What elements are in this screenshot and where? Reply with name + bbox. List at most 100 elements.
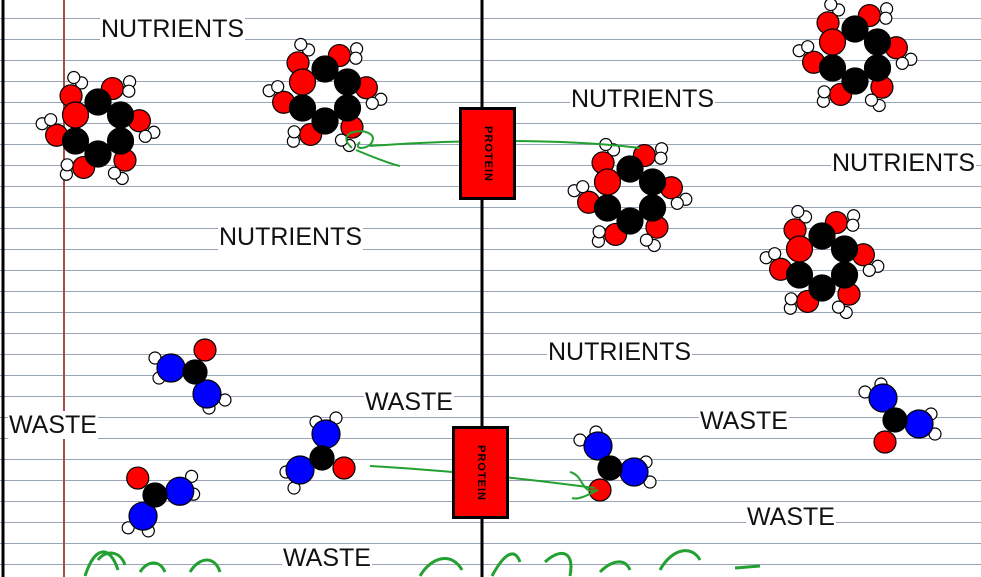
hydrogen-atom [287, 125, 301, 139]
carbon-atom [830, 261, 859, 289]
carbon-atom [638, 194, 667, 222]
carbon-atom [882, 407, 908, 433]
hydrogen-atom [121, 521, 135, 535]
hydrogen-atom [271, 80, 285, 94]
hydrogen-atom [639, 233, 654, 247]
protein-channel-bottom: PROTEIN [452, 426, 509, 519]
nitrogen-atom [128, 501, 158, 531]
oxygen-atom [818, 28, 847, 56]
scribble-bottom [83, 549, 761, 577]
hydrogen-atom [122, 84, 136, 98]
hydrogen-atom [824, 0, 838, 12]
hydrogen-atom [654, 151, 668, 165]
carbon-atom [616, 207, 644, 235]
carbon-atom [808, 274, 836, 302]
carbon-atom [593, 194, 622, 222]
carbon-atom [84, 88, 112, 116]
carbon-atom [333, 94, 362, 122]
hydrogen-atom [895, 56, 909, 70]
nutrients-label: NUTRIENTS [831, 149, 977, 177]
nitrogen-atom [311, 419, 341, 449]
hydrogen-atom [768, 247, 782, 261]
hydrogen-atom [107, 166, 122, 180]
hydrogen-atom [791, 204, 805, 219]
carbon-atom [61, 127, 90, 155]
protein-channel-top: PROTEIN [459, 107, 516, 200]
hydrogen-atom [365, 96, 379, 110]
carbon-atom [106, 127, 135, 155]
waste-label: WASTE [8, 411, 98, 439]
carbon-atom [311, 107, 339, 135]
hydrogen-atom [294, 37, 308, 52]
oxygen-atom [593, 168, 622, 196]
carbon-atom [808, 222, 836, 250]
oxygen-atom [193, 338, 217, 362]
hydrogen-atom [349, 51, 363, 65]
oxygen-atom [288, 68, 317, 96]
arrow-top [345, 130, 374, 149]
protein-label: PROTEIN [481, 125, 494, 182]
hydrogen-atom [67, 70, 81, 85]
hydrogen-atom [864, 93, 879, 107]
carbon-atom [785, 261, 814, 289]
nitrogen-atom [868, 383, 898, 413]
molecule-layer [35, 0, 942, 538]
hydrogen-atom [44, 113, 58, 127]
carbon-atom [863, 54, 892, 82]
hydrogen-atom [592, 225, 606, 239]
carbon-atom [830, 235, 859, 263]
oxygen-atom [332, 456, 356, 480]
carbon-atom [597, 455, 623, 481]
nutrients-label: NUTRIENTS [100, 15, 246, 43]
carbon-atom [863, 28, 892, 56]
carbon-atom [841, 15, 869, 43]
nitrogen-atom [619, 457, 649, 487]
nutrients-label: NUTRIENTS [218, 223, 364, 251]
hydrogen-atom [138, 129, 152, 143]
arrow-top-line [355, 149, 401, 167]
carbon-atom [311, 55, 339, 83]
nitrogen-atom [904, 409, 934, 439]
carbon-atom [309, 445, 335, 471]
hydrogen-atom [862, 263, 876, 277]
hydrogen-atom [817, 85, 831, 99]
oxygen-atom [126, 466, 150, 490]
nitrogen-atom [583, 431, 613, 461]
carbon-atom [333, 68, 362, 96]
hydrogen-atom [576, 180, 590, 194]
waste-label: WASTE [746, 503, 836, 531]
nutrients-label: NUTRIENTS [547, 338, 693, 366]
waste-label: WASTE [364, 388, 454, 416]
nitrogen-atom [156, 353, 186, 383]
carbon-atom [182, 359, 208, 385]
carbon-atom [84, 140, 112, 168]
nutrients-label: NUTRIENTS [570, 85, 716, 113]
hydrogen-atom [801, 40, 815, 54]
waste-label: WASTE [699, 407, 789, 435]
nitrogen-atom [165, 476, 195, 506]
hydrogen-atom [784, 292, 798, 306]
oxygen-atom [61, 101, 90, 129]
oxygen-atom [785, 235, 814, 263]
hydrogen-atom [879, 11, 893, 25]
carbon-atom [142, 482, 168, 508]
carbon-atom [638, 168, 667, 196]
nitrogen-atom [285, 455, 315, 485]
hydrogen-atom [831, 300, 846, 314]
nitrogen-atom [192, 379, 222, 409]
protein-label: PROTEIN [474, 444, 487, 501]
hydrogen-atom [846, 218, 860, 232]
oxygen-atom [873, 430, 897, 454]
carbon-atom [106, 101, 135, 129]
waste-label: WASTE [282, 544, 372, 572]
hydrogen-atom [60, 158, 74, 172]
carbon-atom [818, 54, 847, 82]
arrow-bottom-head [569, 471, 599, 500]
hydrogen-atom [184, 469, 199, 483]
hydrogen-atom [670, 196, 684, 210]
carbon-atom [616, 155, 644, 183]
carbon-atom [841, 67, 869, 95]
carbon-atom [288, 94, 317, 122]
